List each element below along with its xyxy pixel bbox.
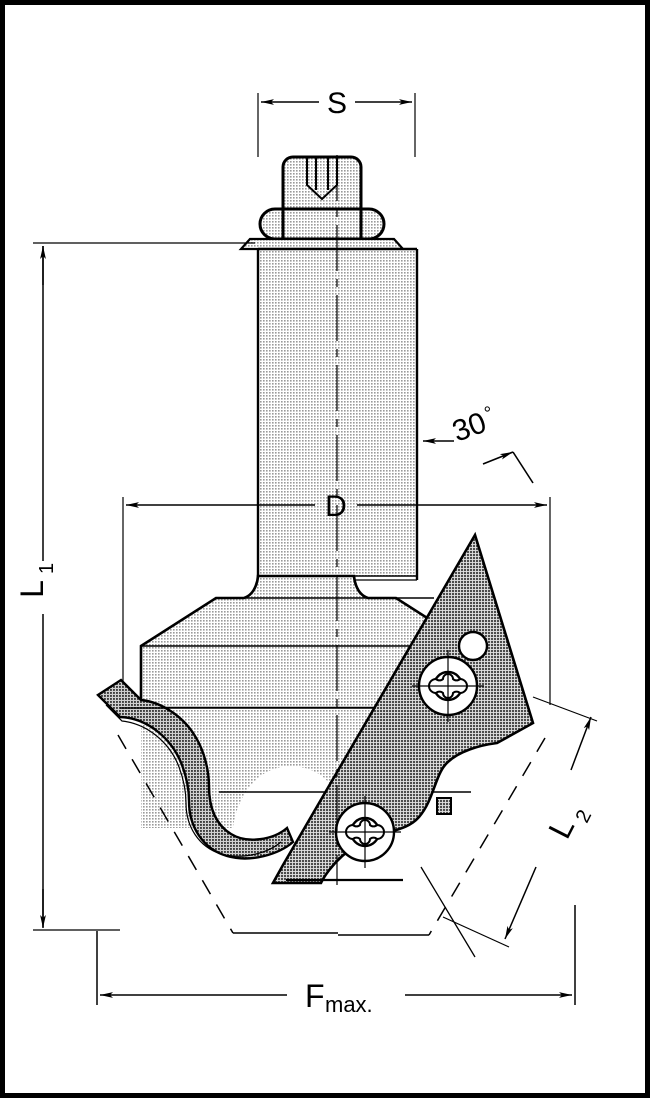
dim-L2-ext-lower — [442, 916, 510, 948]
bolt-head-outline — [281, 155, 363, 211]
hex-bolt-head — [281, 155, 363, 211]
dim-L1-label: L — [14, 580, 50, 598]
envelope-dash-left — [117, 734, 234, 934]
dim-Fmax-label: F — [305, 978, 325, 1014]
knife-profile-notch — [436, 797, 452, 815]
construction-lines — [117, 734, 546, 958]
dim-L1-label-subscript: 1 — [36, 563, 58, 574]
torx-screw-upper — [412, 650, 484, 722]
dim-L2-arrow-upper — [570, 716, 592, 771]
dim-L2-label-subscript: 2 — [572, 807, 597, 827]
annotation-30-degrees: 30 ° — [423, 403, 534, 484]
locating-pin-hole — [457, 630, 489, 662]
dim-D-label: D — [325, 490, 347, 523]
technical-drawing-canvas: S 30 ° — [14, 87, 598, 1017]
nut-chamfer-left — [258, 207, 285, 241]
dimension-L1: L 1 — [14, 242, 255, 931]
dim-L2-ext-upper — [532, 696, 598, 722]
dimension-S: S — [257, 87, 416, 157]
torx-screw-lower — [329, 796, 401, 868]
washer-flange — [238, 237, 406, 251]
profile-knife — [270, 531, 535, 885]
nut-body-fill — [283, 209, 361, 239]
dimension-D: D — [122, 490, 551, 705]
dimension-Fmax: F max. — [96, 905, 576, 1017]
knife-outline — [270, 531, 535, 885]
hex-nut — [258, 207, 386, 241]
shank — [256, 247, 419, 581]
envelope-dash-right — [428, 737, 546, 936]
nut-chamfer-right — [359, 207, 386, 241]
washer-outline — [238, 237, 406, 251]
dim-Fmax-label-subscript: max. — [325, 992, 373, 1017]
profile-band-inner-line — [105, 704, 282, 857]
angle-leader-line — [512, 451, 534, 484]
shank-fill — [258, 249, 417, 576]
dim-L2-arrow-lower — [504, 866, 537, 940]
angle-arrow-to-knife — [482, 451, 514, 465]
profile-edge-band — [96, 678, 295, 860]
dim-S-label: S — [327, 87, 347, 120]
envelope-tick-right — [420, 866, 476, 958]
